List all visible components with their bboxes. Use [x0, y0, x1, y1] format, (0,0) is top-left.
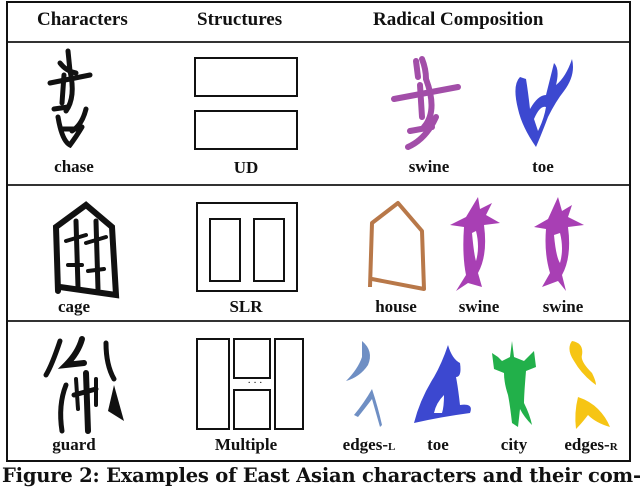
- radical-label: swine: [458, 297, 500, 316]
- structure-multi-ellipsis: · · ·: [247, 378, 263, 389]
- header-radical-composition: Radical Composition: [373, 9, 544, 30]
- header-characters: Characters: [37, 9, 128, 30]
- structure-slr-outer-box: [196, 202, 298, 292]
- radical-label: toe: [532, 157, 554, 176]
- radical-label: toe: [427, 435, 449, 454]
- swine-radical-glyph: [534, 197, 584, 291]
- structure-multi-right-box: [274, 338, 304, 430]
- city-radical-glyph: [492, 341, 536, 427]
- header-structures: Structures: [197, 9, 283, 30]
- structure-multi-left-box: [196, 338, 230, 430]
- structure-ud-top-box: [194, 57, 298, 97]
- row-divider: [8, 184, 629, 186]
- character-label: guard: [52, 435, 96, 454]
- structure-ud-bottom-box: [194, 110, 298, 150]
- structure-multi-top-box: [233, 338, 271, 379]
- radical-label: edges-L: [342, 435, 396, 454]
- swine-radical-glyph: [450, 197, 500, 291]
- edges-right-radical-glyph: [569, 341, 610, 429]
- toe-radical-glyph: [414, 345, 471, 423]
- radical-label: swine: [542, 297, 584, 316]
- structure-label: SLR: [229, 297, 263, 316]
- radical-label: edges-R: [564, 435, 618, 454]
- radical-label: house: [375, 297, 417, 316]
- character-label: chase: [54, 157, 94, 176]
- house-radical-glyph: [368, 201, 426, 291]
- radical-label: swine: [408, 157, 450, 176]
- header-divider: [8, 41, 629, 43]
- structure-label: UD: [233, 158, 259, 177]
- row-divider: [8, 320, 629, 322]
- edges-left-radical-glyph: [346, 341, 382, 427]
- toe-radical-glyph: [515, 59, 573, 147]
- radical-label: city: [500, 435, 528, 454]
- chase-character-glyph: [47, 48, 93, 149]
- figure-caption: Figure 2: Examples of East Asian charact…: [2, 464, 640, 487]
- figure-table: Characters Structures Radical Compositio…: [6, 1, 631, 462]
- structure-label: Multiple: [214, 435, 278, 454]
- structure-slr-left-box: [209, 218, 241, 282]
- structure-slr-right-box: [253, 218, 285, 282]
- structure-multi-bottom-box: [233, 389, 271, 430]
- cage-character-glyph: [52, 201, 120, 299]
- character-label: cage: [57, 297, 91, 316]
- guard-character-glyph: [43, 336, 124, 434]
- swine-radical-glyph: [391, 56, 461, 150]
